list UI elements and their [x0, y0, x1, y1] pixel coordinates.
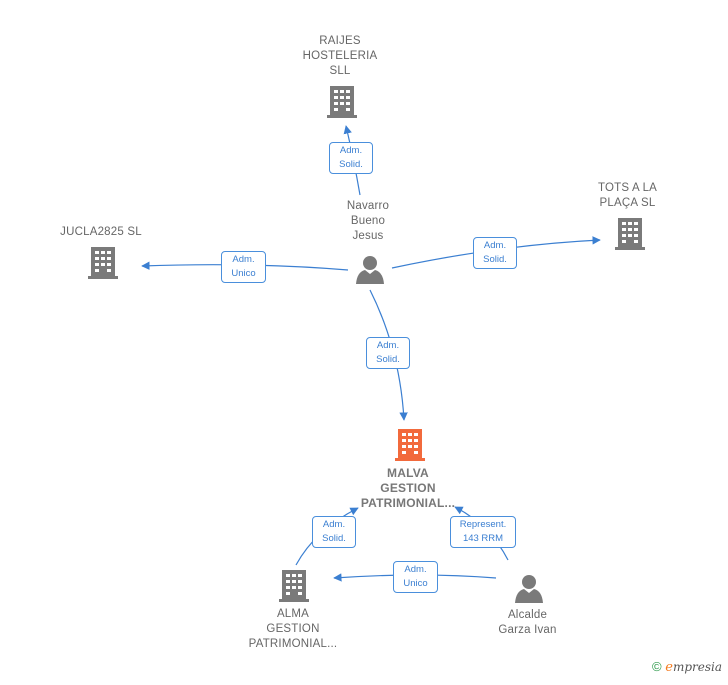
- node-label-line: ALMA: [276, 608, 310, 620]
- edge-label-navarro-tots[interactable]: Adm. Solid.: [473, 237, 517, 269]
- node-label-line: Jesus: [352, 230, 384, 242]
- building-icon-jucla[interactable]: [88, 247, 118, 279]
- building-icon-alma[interactable]: [279, 570, 309, 602]
- node-label-line: GESTION: [380, 481, 436, 495]
- edge-label-line: Adm.: [376, 340, 400, 351]
- node-label-line: JUCLA2825 SL: [60, 226, 142, 238]
- edge-label-line: Adm.: [232, 254, 255, 265]
- node-label-navarro[interactable]: Navarro Bueno Jesus: [323, 199, 413, 244]
- edge-label-alcalde-malva[interactable]: Represent. 143 RRM: [450, 516, 516, 548]
- edge-label-line: Represent.: [459, 519, 507, 530]
- node-label-line: PATRIMONIAL...: [360, 496, 456, 510]
- person-icon-navarro[interactable]: [356, 256, 384, 284]
- edge-label-line: Adm.: [339, 145, 363, 156]
- edge-label-line: 143 RRM: [462, 533, 504, 544]
- edge-label-line: Solid.: [339, 159, 363, 170]
- node-label-line: PATRIMONIAL...: [248, 638, 338, 650]
- node-label-line: Garza Ivan: [498, 624, 557, 636]
- node-label-line: Navarro: [346, 200, 390, 212]
- node-label-tots[interactable]: TOTS A LA PLAÇA SL: [580, 181, 675, 211]
- node-label-line: RAIJES: [319, 35, 361, 47]
- node-label-line: TOTS A LA: [597, 182, 658, 194]
- edge-label-line: Solid.: [376, 354, 400, 365]
- brand-logo-e: e: [665, 660, 673, 675]
- edge-label-line: Adm.: [483, 240, 507, 251]
- node-label-line: SLL: [329, 65, 351, 77]
- building-icon-malva[interactable]: [395, 429, 425, 461]
- node-label-raijes[interactable]: RAIJES HOSTELERIA SLL: [290, 34, 390, 79]
- node-label-malva[interactable]: MALVA GESTION PATRIMONIAL...: [346, 466, 470, 511]
- copyright-icon: ©: [652, 659, 662, 674]
- edge-label-line: Unico: [403, 578, 428, 589]
- node-label-line: HOSTELERIA: [302, 50, 378, 62]
- edge-label-alma-malva[interactable]: Adm. Solid.: [312, 516, 356, 548]
- node-label-line: PLAÇA SL: [599, 197, 656, 209]
- node-label-line: GESTION: [266, 623, 320, 635]
- edge-label-navarro-raijes[interactable]: Adm. Solid.: [329, 142, 373, 174]
- edge-label-alcalde-alma[interactable]: Adm. Unico: [393, 561, 438, 593]
- brand-logo-text: mpresia: [672, 660, 722, 674]
- edge-label-line: Unico: [231, 268, 256, 279]
- edge-label-line: Solid.: [322, 533, 346, 544]
- brand-watermark: © empresia: [652, 659, 722, 675]
- edge-label-line: Adm.: [322, 519, 346, 530]
- node-label-alcalde[interactable]: Alcalde Garza Ivan: [480, 608, 575, 638]
- edge-label-line: Adm.: [404, 564, 427, 575]
- building-icon-tots[interactable]: [615, 218, 645, 250]
- node-label-line: Alcalde: [507, 609, 548, 621]
- node-label-alma[interactable]: ALMA GESTION PATRIMONIAL...: [238, 607, 348, 652]
- node-label-jucla[interactable]: JUCLA2825 SL: [46, 225, 156, 240]
- building-icon-raijes[interactable]: [327, 86, 357, 118]
- edge-label-navarro-malva[interactable]: Adm. Solid.: [366, 337, 410, 369]
- node-label-line: MALVA: [387, 466, 429, 480]
- node-label-line: Bueno: [350, 215, 386, 227]
- edge-label-navarro-jucla[interactable]: Adm. Unico: [221, 251, 266, 283]
- edge-label-line: Solid.: [483, 254, 507, 265]
- person-icon-alcalde[interactable]: [515, 575, 543, 603]
